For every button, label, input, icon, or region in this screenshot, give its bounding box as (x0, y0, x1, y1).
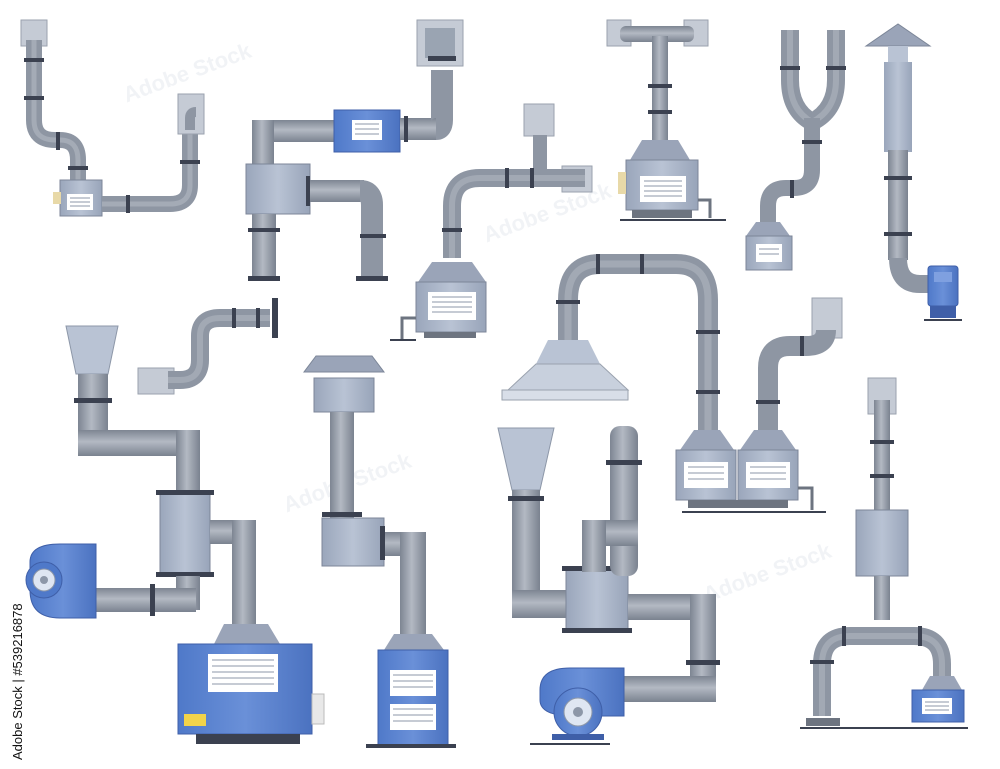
vent-grille-icon (67, 194, 93, 210)
duct-set-cap-cabinet (303, 355, 456, 748)
duct-set-blue-cabinet (25, 325, 325, 744)
duct-set-snake-unit (390, 103, 593, 341)
fan-icon (25, 543, 97, 619)
duct-set-chimney-fan (864, 23, 962, 321)
stock-credit-label: Adobe Stock | #539216878 (8, 530, 28, 760)
duct-set-t-unit (606, 19, 726, 221)
duct-set-hood-double-unit (501, 254, 843, 513)
duct-set-y-branch (745, 30, 846, 271)
duct-set-top-left-u (20, 19, 205, 217)
fan-icon (539, 667, 625, 737)
credit-text: Adobe Stock | #539216878 (10, 603, 25, 760)
duct-set-wall-elbow (137, 298, 278, 395)
duct-set-blue-silencer (245, 19, 464, 281)
duct-set-arch-silencer (800, 377, 968, 729)
duct-set-funnel-blower (497, 426, 720, 745)
